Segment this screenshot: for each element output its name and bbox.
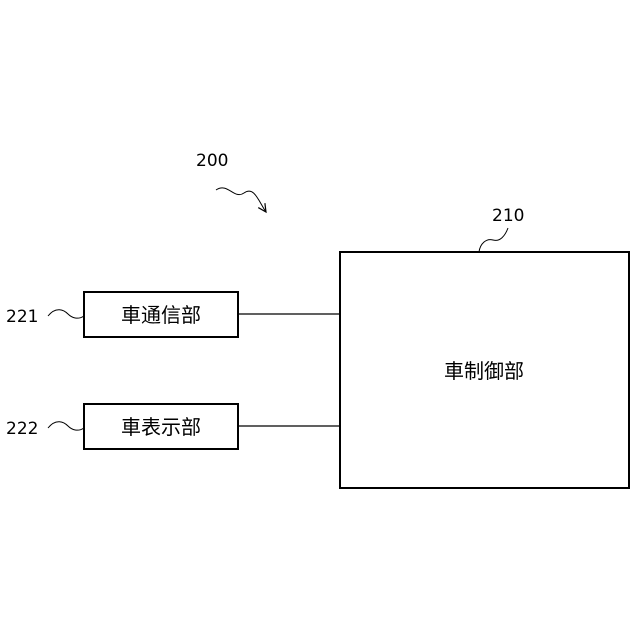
communication-unit-label: 車通信部 [121, 303, 201, 327]
control-unit-ref-label: 210 [492, 206, 524, 226]
control-unit-label: 車制御部 [444, 359, 524, 383]
display-unit-leader [48, 422, 84, 430]
system-ref-label: 200 [196, 151, 228, 171]
communication-unit-ref-label: 221 [6, 307, 38, 327]
control-unit-leader [479, 228, 508, 252]
system-ref-arrow [216, 188, 266, 212]
display-unit-label: 車表示部 [121, 415, 201, 439]
display-unit-ref-label: 222 [6, 419, 38, 439]
communication-unit-leader [48, 310, 84, 318]
